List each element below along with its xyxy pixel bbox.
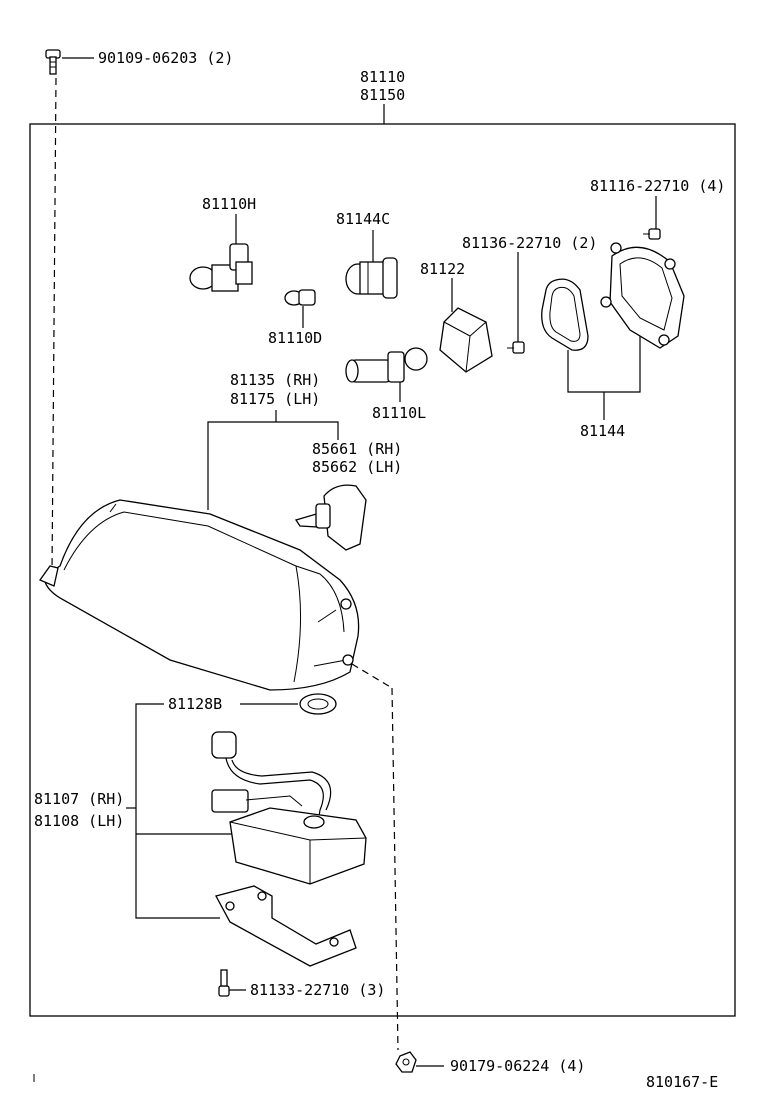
unit-lh-label: 81175 (LH) [230,390,320,408]
bulb-c-label: 81144C [336,210,390,228]
cover-gasket-icon [541,278,589,351]
assembly-frame [29,123,736,1017]
bulb-l-icon [345,347,428,383]
sw-rh-label: 85661 (RH) [312,440,402,458]
bulb-h-icon [189,243,253,292]
ballast-rh-label: 81107 (RH) [34,790,124,808]
screw-bracket-icon [218,969,230,997]
gasket-ring-icon [299,693,337,715]
cover-assy-label: 81144 [580,422,625,440]
screw-cover-label: 81116-22710 (4) [590,177,725,195]
screw-cover-icon [643,228,661,240]
bulb-c-icon [345,257,398,299]
bulb-d-label: 81110D [268,329,322,347]
headlamp-unit-icon [39,499,360,691]
sw-lh-label: 85662 (LH) [312,458,402,476]
rear-cover-icon [600,242,685,349]
unit-rh-label: 81135 (RH) [230,371,320,389]
gasket-label: 81128B [168,695,222,713]
socket-cap-icon [439,307,493,373]
screw-bracket-label: 81133-22710 (3) [250,981,385,999]
bolt-top-icon [45,49,61,75]
ballast-bracket-icon [215,885,357,967]
bolt-top-label: 90109-06203 (2) [98,49,233,67]
nut-bottom-label: 90179-06224 (4) [450,1057,585,1075]
bulb-d-icon [284,289,316,306]
ballast-icon [211,731,367,885]
nut-bottom-icon [395,1051,417,1073]
bulb-h-label: 81110H [202,195,256,213]
ballast-lh-label: 81108 (LH) [34,812,124,830]
assembly-number-1: 81110 [360,68,405,86]
headlamp-unit-bracket [207,421,339,510]
assembly-number-2: 81150 [360,86,405,104]
socket-cap-label: 81122 [420,260,465,278]
drawing-number: 810167-E [646,1073,718,1091]
screw-socket-label: 81136-22710 (2) [462,234,597,252]
nut-dashed-line [351,663,393,689]
ballast-bracket [135,703,220,919]
level-socket-icon [294,484,367,551]
bolt-dashed-line [51,77,57,573]
screw-socket-icon [507,341,525,354]
bulb-l-label: 81110L [372,404,426,422]
